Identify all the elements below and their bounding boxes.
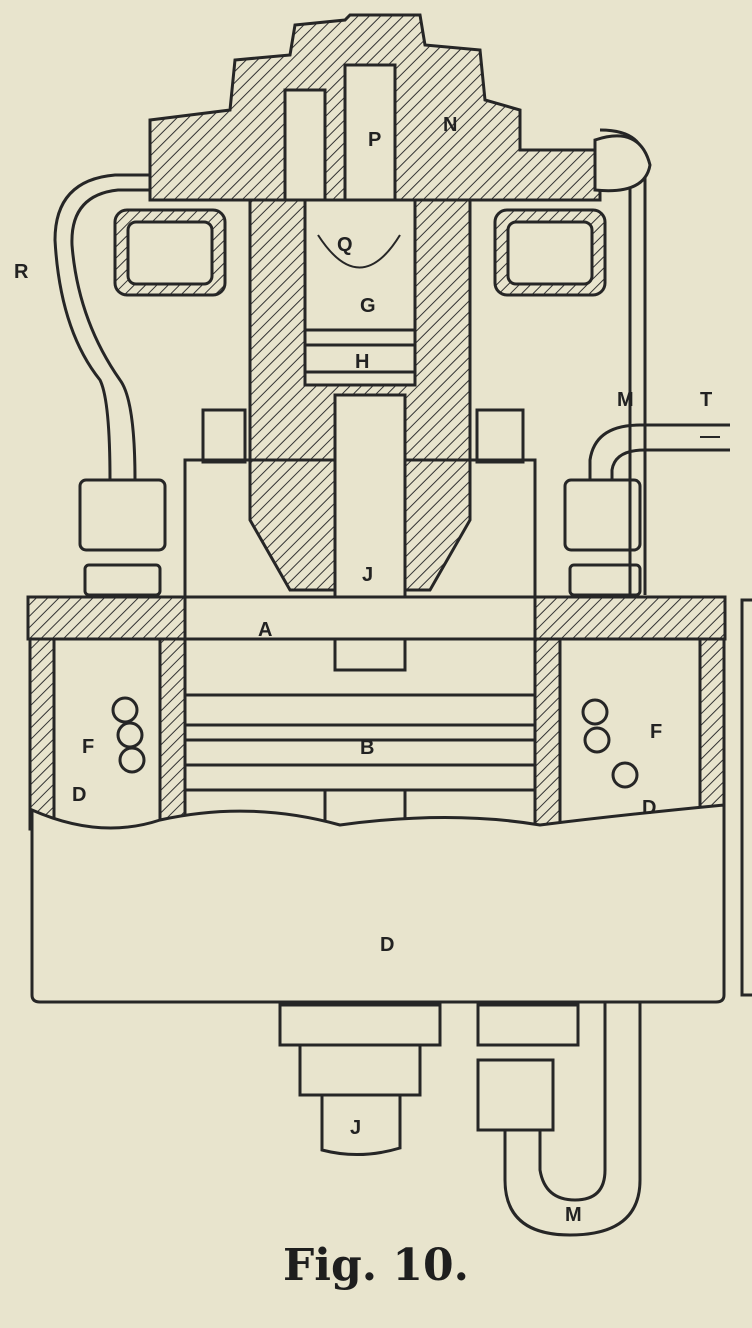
label-F-left: F [82,736,95,758]
coil-F-left [111,696,146,774]
label-H: H [355,351,370,373]
label-T: T [700,389,713,411]
tank-D [30,803,726,1004]
label-R: R [14,261,29,283]
coil-F-right [581,698,639,789]
label-M-bottom: M [565,1204,582,1226]
label-B: B [360,737,375,759]
figure-caption: Fig. 10. [283,1240,469,1291]
shaft-J [320,1095,402,1157]
pipe-R [53,173,150,481]
label-Q: Q [337,234,353,256]
u-pipe-M [503,1002,642,1237]
label-N: N [443,114,458,136]
label-D-left: D [72,784,87,806]
label-D-right: D [642,797,657,819]
label-J-top: J [362,564,374,586]
label-P: P [368,129,382,151]
label-G: G [360,295,376,317]
pump-chamber-G [303,198,417,332]
pipe-T [588,423,730,480]
label-F-right: F [650,721,663,743]
label-J-bottom: J [350,1117,362,1139]
label-M-top: M [617,389,634,411]
label-A: A [258,619,273,641]
label-D-bottom: D [380,934,395,956]
plunger-H [303,328,417,387]
